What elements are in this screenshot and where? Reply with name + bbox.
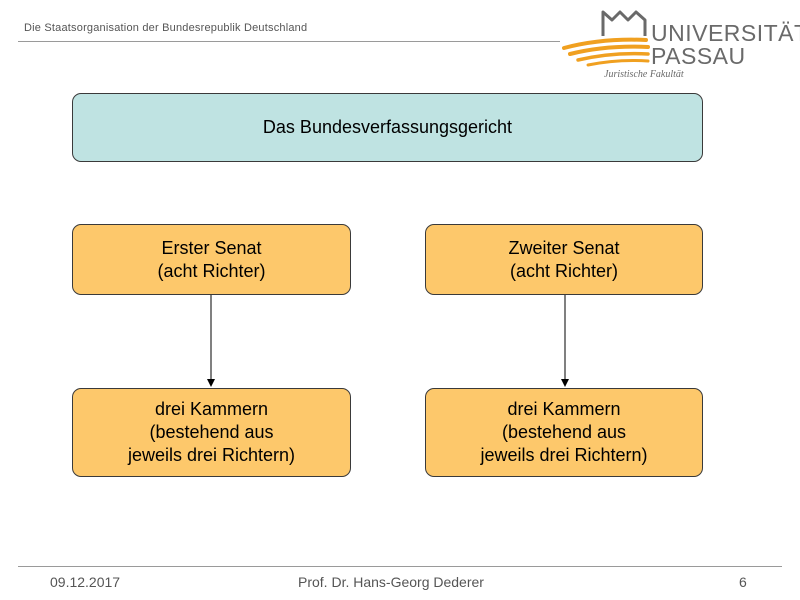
box-zweiter-senat-line-2: (acht Richter)	[509, 260, 619, 281]
logo-swoosh-2	[568, 44, 650, 56]
box-kammern-2-line-1: drei Kammern	[507, 399, 621, 419]
footer-page-number: 6	[739, 574, 747, 590]
box-erster-senat: Erster Senat (acht Richter)	[72, 224, 351, 295]
footer-date: 09.12.2017	[50, 574, 121, 590]
box-bundesverfassungsgericht: Das Bundesverfassungsgericht	[72, 93, 703, 162]
box-erster-senat-line-2: (acht Richter)	[157, 260, 266, 281]
logo-swoosh-3	[576, 51, 650, 62]
footer-author: Prof. Dr. Hans-Georg Dederer	[298, 574, 484, 590]
logo-city-name: PASSAU	[651, 43, 746, 69]
box-kammern-1-line-2: (bestehend aus	[149, 422, 274, 442]
university-logo: UNIVERSITÄT PASSAU Juristische Fakultät	[562, 8, 800, 86]
logo-gate-shape	[601, 10, 647, 36]
box-kammern-erster-senat: drei Kammern (bestehend aus jeweils drei…	[72, 388, 351, 477]
logo-swoosh-4	[586, 59, 650, 67]
box-kammern-2-line-3: jeweils drei Richtern)	[480, 445, 648, 465]
box-zweiter-senat-line-1: Zweiter Senat	[508, 237, 620, 258]
box-zweiter-senat: Zweiter Senat (acht Richter)	[425, 224, 703, 295]
box-kammern-2-line-2: (bestehend aus	[501, 422, 627, 442]
box-kammern-1-line-1: drei Kammern	[154, 399, 269, 419]
box-erster-senat-line-1: Erster Senat	[161, 237, 262, 258]
logo-faculty: Juristische Fakultät	[604, 69, 684, 80]
box-kammern-1-line-3: jeweils drei Richtern)	[127, 445, 296, 465]
box-bundesverfassungsgericht-label: Das Bundesverfassungsgericht	[262, 117, 513, 137]
header-rule	[18, 41, 560, 42]
logo-university-name: UNIVERSITÄT	[651, 20, 800, 46]
header-title: Die Staatsorganisation der Bundesrepubli…	[24, 22, 308, 34]
footer-rule	[18, 566, 782, 567]
box-kammern-zweiter-senat: drei Kammern (bestehend aus jeweils drei…	[425, 388, 703, 477]
logo-graphic	[562, 10, 650, 67]
logo-swoosh-1	[562, 37, 648, 50]
